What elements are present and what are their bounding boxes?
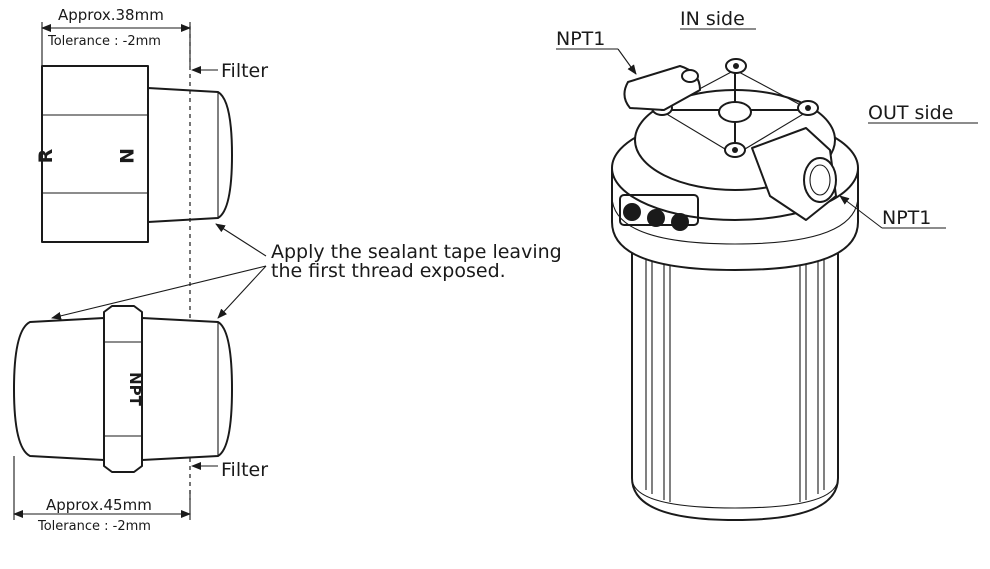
top-filter-label: Filter xyxy=(221,60,268,82)
top-mark-n: N xyxy=(115,148,137,164)
top-dimension-label: Approx.38mm xyxy=(58,6,164,24)
npt-out-label: NPT1 xyxy=(882,207,931,229)
sealant-instruction: Apply the sealant tape leaving the first… xyxy=(51,223,562,320)
top-mark-r: R xyxy=(35,148,57,163)
instruction-line-1: Apply the sealant tape leaving xyxy=(271,241,562,263)
bottom-fitting: NPT Approx.45mm Tolerance : -2mm Filter xyxy=(13,305,268,534)
bottom-filter-label: Filter xyxy=(221,459,268,481)
bottom-mark: NPT xyxy=(126,372,144,407)
instruction-line-2: the first thread exposed. xyxy=(271,260,506,282)
top-tolerance-label: Tolerance : -2mm xyxy=(47,34,161,49)
out-side-label: OUT side xyxy=(868,102,953,124)
npt-in-label: NPT1 xyxy=(556,28,605,50)
filter-housing: IN side OUT side NPT1 NPT1 xyxy=(556,8,978,521)
in-side-label: IN side xyxy=(680,8,745,30)
top-fitting: Approx.38mm Tolerance : -2mm N R Filter xyxy=(35,6,268,243)
bottom-tolerance-label: Tolerance : -2mm xyxy=(37,519,151,534)
bottom-dimension-label: Approx.45mm xyxy=(46,496,152,514)
